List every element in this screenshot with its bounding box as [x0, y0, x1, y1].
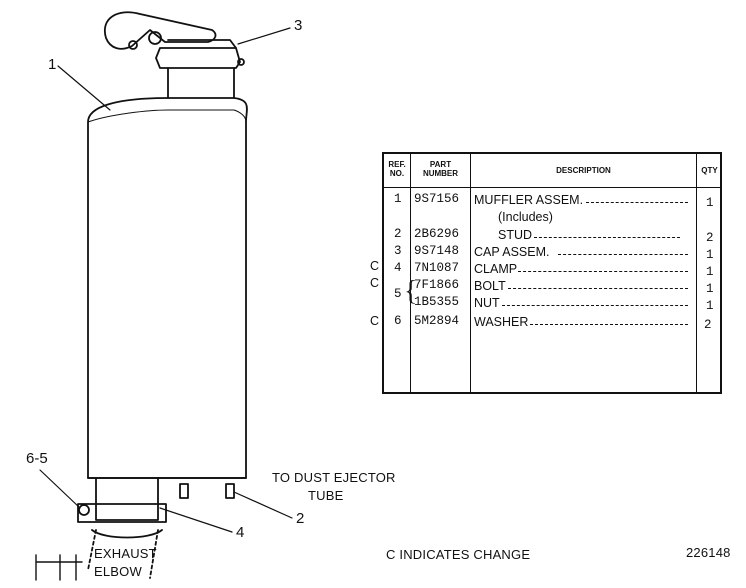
callout-1: 1	[48, 56, 57, 73]
desc-cell: BOLT	[474, 279, 506, 293]
change-marker: C	[370, 259, 380, 273]
ref-cell: 1	[394, 192, 402, 206]
header-qty: QTY	[701, 166, 718, 175]
stack-pipe	[167, 67, 235, 99]
ref-cell: 4	[394, 261, 402, 275]
qty-cell: 1	[706, 282, 714, 296]
clamp-bolt	[78, 504, 90, 516]
desc-cell: CAP ASSEM.	[474, 245, 550, 259]
callout-4: 4	[236, 524, 245, 541]
change-marker: C	[370, 314, 380, 328]
desc-cell: (Includes)	[498, 210, 553, 224]
drawing-number: 226148	[686, 545, 731, 560]
ref-cell-grouped: 5	[394, 287, 402, 301]
change-legend: C INDICATES CHANGE	[386, 547, 531, 562]
part-cell: 1B5355	[414, 295, 460, 309]
header-ref: REF.NO.	[388, 160, 406, 178]
part-cell: 7F1866	[414, 278, 460, 292]
leader-3	[237, 27, 291, 45]
qty-cell: 2	[706, 231, 714, 245]
part-cell: 2B6296	[414, 227, 460, 241]
part-cell: 9S7156	[414, 192, 460, 206]
leader-1	[57, 65, 111, 111]
stud	[179, 483, 189, 499]
exhaust-elbow-label-line1: EXHAUST	[94, 546, 157, 561]
leader-6-5	[39, 469, 81, 509]
part-cell: 7N1087	[414, 261, 460, 275]
muffler-body	[87, 97, 248, 479]
qty-cell: 1	[706, 196, 714, 210]
desc-cell: NUT	[474, 296, 500, 310]
change-marker: C	[370, 276, 380, 290]
callout-3: 3	[294, 17, 303, 34]
leader-2	[233, 491, 293, 519]
header-description: DESCRIPTION	[556, 166, 611, 175]
ref-cell: 6	[394, 314, 402, 328]
qty-cell: 1	[706, 265, 714, 279]
callout-2: 2	[296, 510, 305, 527]
leader-4	[159, 507, 233, 533]
desc-cell: MUFFLER ASSEM.	[474, 193, 584, 207]
part-cell: 9S7148	[414, 244, 460, 258]
qty-cell: 1	[706, 299, 714, 313]
clamp	[77, 503, 167, 523]
cap-housing	[155, 47, 241, 69]
cap-hinge	[148, 31, 162, 45]
qty-cell: 2	[704, 318, 712, 332]
dust-ejector-label-line2: TUBE	[308, 488, 344, 503]
ref-cell: 2	[394, 227, 402, 241]
exhaust-elbow-pipe	[87, 529, 159, 579]
stud	[225, 483, 235, 499]
part-cell: 5M2894	[414, 314, 460, 328]
exhaust-elbow-label-line2: ELBOW	[94, 564, 142, 579]
desc-cell: CLAMP	[474, 262, 518, 276]
rain-cap-flap	[103, 11, 217, 50]
desc-cell: WASHER	[474, 315, 529, 329]
callout-6-5: 6-5	[26, 450, 48, 467]
dust-ejector-label-line1: TO DUST EJECTOR	[272, 470, 396, 485]
desc-cell: STUD	[498, 228, 533, 242]
outlet-pipe	[95, 477, 159, 521]
ref-cell: 3	[394, 244, 402, 258]
qty-cell: 1	[706, 248, 714, 262]
